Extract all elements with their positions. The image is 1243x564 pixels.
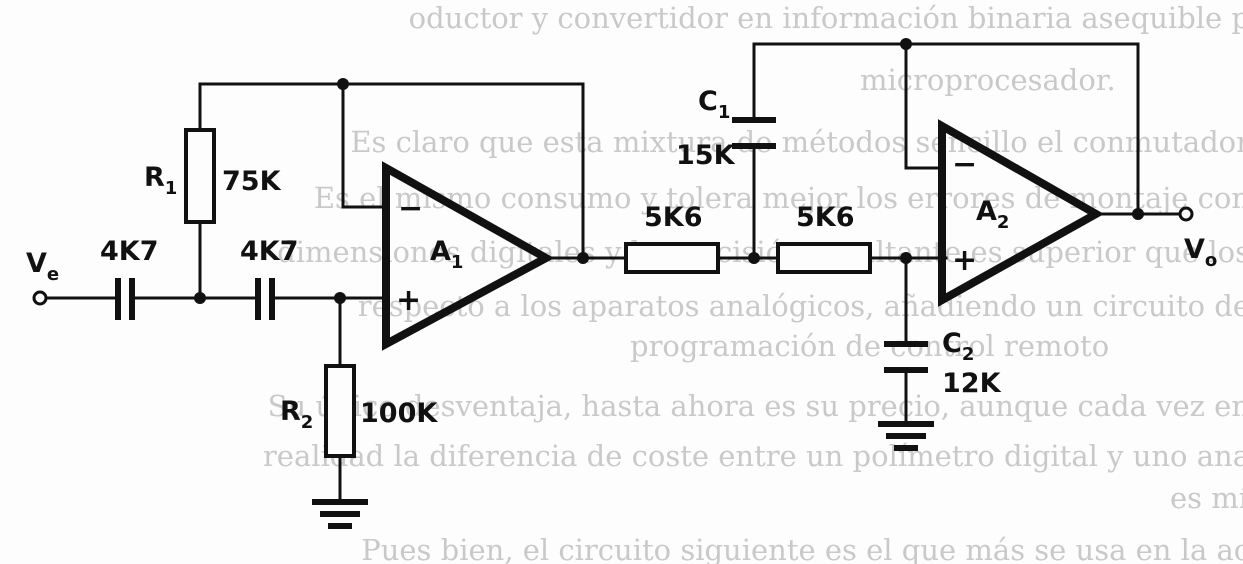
resistor-r1 <box>184 128 216 224</box>
bg-line-2: microprocesador. <box>860 63 1116 97</box>
bg-line-8: Su único desventaja, hasta ahora es su p… <box>268 389 1243 423</box>
junctions <box>194 38 1144 304</box>
background-text: oductor y convertidor en información bin… <box>263 1 1243 564</box>
resistor-5k6-second <box>776 242 872 274</box>
capacitor-c2 <box>884 341 928 373</box>
wires <box>44 42 1182 502</box>
opamp-a2: − + <box>938 119 1105 307</box>
bg-line-6: respecto a los aparatos analógicos, añad… <box>358 289 1243 323</box>
labels: Ve Vo 4K7 4K7 R1 75K R2 100K A1 5K6 5K6 … <box>26 86 1217 433</box>
capacitor-4k7-first-value: 4K7 <box>100 236 159 267</box>
r1-label: R1 <box>144 162 177 199</box>
bg-line-5: dimensiones digitales y la precisión res… <box>277 235 1243 269</box>
r2-label: R2 <box>280 396 313 433</box>
ground-icon-r2 <box>312 499 368 529</box>
c2-value: 12K <box>942 368 1002 399</box>
r1-value: 75K <box>222 166 282 197</box>
resistor-5k6-second-value: 5K6 <box>796 202 855 233</box>
bg-line-1: oductor y convertidor en información bin… <box>409 1 1243 35</box>
ground-icon-c2 <box>878 421 934 451</box>
resistor-r2 <box>324 364 356 458</box>
resistor-5k6-first-value: 5K6 <box>644 202 703 233</box>
bg-line-10: es mínima. <box>1170 481 1243 515</box>
r2-value: 100K <box>360 398 438 429</box>
capacitor-c1 <box>732 117 776 149</box>
capacitor-4k7-first <box>115 278 135 320</box>
input-label: Ve <box>26 248 59 285</box>
a1-label: A1 <box>430 236 463 273</box>
output-label: Vo <box>1184 234 1217 271</box>
opamp-a1: − + <box>382 161 555 351</box>
capacitor-4k7-second <box>255 278 275 320</box>
bg-line-3: Es claro que esta mixtura de métodos sen… <box>350 125 1243 159</box>
input-terminal <box>32 290 48 306</box>
output-terminal <box>1178 206 1194 222</box>
opamp-a2-minus: − <box>952 147 977 182</box>
a2-label: A2 <box>976 196 1009 233</box>
bg-line-11: Pues bien, el circuito siguiente es el q… <box>361 533 1243 564</box>
opamp-a1-minus: − <box>398 191 423 226</box>
opamp-a2-plus: + <box>952 243 977 278</box>
c1-label: C1 <box>698 86 730 123</box>
c1-value: 15K <box>676 140 736 171</box>
opamp-a1-plus: + <box>396 283 421 318</box>
capacitor-4k7-second-value: 4K7 <box>240 236 299 267</box>
c2-label: C2 <box>942 328 974 365</box>
bg-line-9: realidad la diferencia de coste entre un… <box>263 439 1243 473</box>
resistor-5k6-first <box>624 242 720 274</box>
bg-line-7: programación de control remoto <box>630 329 1109 363</box>
